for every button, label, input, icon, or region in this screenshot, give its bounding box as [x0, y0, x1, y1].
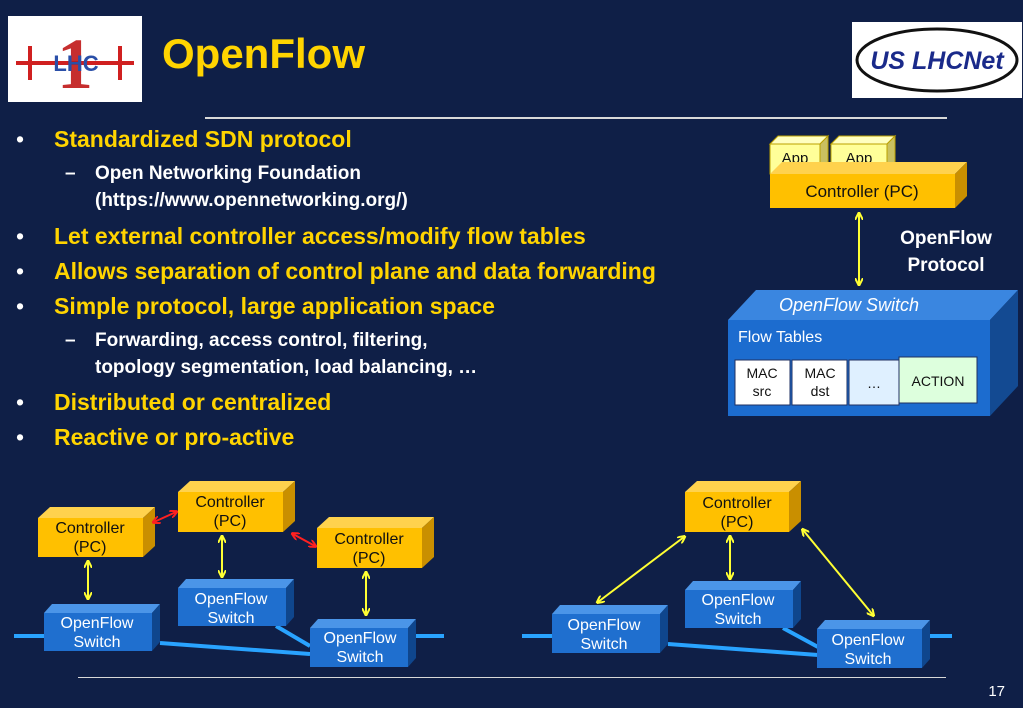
dist-switch-2-l1: OpenFlow — [195, 591, 268, 608]
cent-arrow-left — [598, 537, 684, 602]
flow-cell-mac-dst-l1: MAC — [804, 365, 835, 381]
cent-switch-3-l2: Switch — [844, 651, 891, 668]
dist-switch-3-l1: OpenFlow — [324, 630, 397, 647]
dist-controller-3-l1: Controller — [334, 531, 404, 548]
cent-controller-l1: Controller — [702, 495, 772, 512]
title-divider — [205, 117, 947, 119]
page-number: 17 — [988, 683, 1005, 700]
dist-peer-arrow-1 — [154, 512, 176, 522]
cent-switch-3-l1: OpenFlow — [832, 632, 905, 649]
cent-switch-1: OpenFlow Switch — [552, 605, 668, 653]
cent-link-mid — [782, 626, 819, 649]
dist-switch-3-l2: Switch — [336, 649, 383, 666]
cent-link-bottom — [667, 642, 819, 657]
dist-switch-1-l2: Switch — [73, 634, 120, 651]
dist-controller-1: Controller (PC) — [38, 507, 155, 557]
dist-link-mid — [274, 624, 312, 648]
uslhcnet-logo: US LHCNet — [852, 22, 1022, 98]
cent-switch-3: OpenFlow Switch — [817, 620, 930, 668]
bullet-3: •Allows separation of control plane and … — [16, 258, 656, 284]
bullet-2: •Let external controller access/modify f… — [16, 223, 586, 249]
lhc-logo-text: LHC — [53, 51, 98, 76]
bullet-1: •Standardized SDN protocol — [16, 126, 352, 152]
dist-controller-3-l2: (PC) — [353, 550, 386, 567]
dist-controller-2: Controller (PC) — [178, 481, 295, 532]
controller-label-main: Controller (PC) — [805, 182, 918, 201]
dist-controller-2-l2: (PC) — [214, 513, 247, 530]
cent-switch-2-l1: OpenFlow — [702, 592, 775, 609]
dist-switch-2-l2: Switch — [207, 610, 254, 627]
lhc-logo: 1 LHC — [8, 16, 142, 104]
dist-switch-1-l1: OpenFlow — [61, 615, 134, 632]
cent-switch-2: OpenFlow Switch — [685, 581, 801, 628]
sub-bullet-2: –Forwarding, access control, filtering,t… — [65, 330, 478, 378]
flow-cell-mac-src — [734, 359, 791, 406]
sub-bullet-1: –Open Networking Foundation(https://www.… — [65, 163, 408, 211]
flow-cell-ellipsis — [848, 359, 900, 406]
flow-cell-action — [898, 356, 978, 404]
footer-divider — [78, 677, 946, 678]
flow-cell-mac-dst — [791, 359, 848, 406]
dist-switch-1: OpenFlow Switch — [44, 604, 160, 651]
openflow-switch-box: OpenFlow Switch Flow Tables MAC src MAC … — [728, 290, 1018, 416]
dist-peer-arrow-2 — [293, 534, 315, 546]
switch-architecture-diagram: App App Controller (PC) OpenFlow Protoco… — [728, 134, 1018, 416]
dist-controller-2-l1: Controller — [195, 494, 265, 511]
openflow-protocol-label-2: Protocol — [907, 255, 984, 276]
bullet-5: •Distributed or centralized — [16, 389, 332, 415]
distributed-diagram: Controller (PC) Controller (PC) Controll… — [14, 481, 444, 667]
dist-controller-1-l1: Controller — [55, 520, 125, 537]
dist-link-bottom — [159, 641, 311, 656]
controller-box-main: Controller (PC) — [770, 162, 967, 208]
lhc-logo-graphic: 1 LHC — [16, 24, 134, 104]
flow-cell-mac-src-l2: src — [753, 383, 772, 399]
flow-cell-mac-src-l1: MAC — [746, 365, 777, 381]
centralized-diagram: Controller (PC) OpenFlow Switch OpenFlow… — [522, 481, 952, 668]
switch-title: OpenFlow Switch — [779, 295, 919, 315]
flow-cell-mac-dst-l2: dst — [811, 383, 830, 399]
cent-controller-l2: (PC) — [721, 514, 754, 531]
cent-controller: Controller (PC) — [685, 481, 801, 532]
dist-controller-3: Controller (PC) — [317, 517, 434, 568]
flow-cell-action-text: ACTION — [912, 373, 965, 389]
cent-switch-1-l2: Switch — [580, 636, 627, 653]
flow-tables-label: Flow Tables — [738, 329, 822, 346]
dist-controller-1-l2: (PC) — [74, 539, 107, 556]
slide-title: OpenFlow — [162, 30, 365, 77]
svg-text:1: 1 — [57, 24, 93, 102]
bullet-6: •Reactive or pro-active — [16, 424, 295, 450]
cent-switch-1-l1: OpenFlow — [568, 617, 641, 634]
cent-switch-2-l2: Switch — [714, 611, 761, 628]
openflow-protocol-label-1: OpenFlow — [900, 228, 992, 249]
bullet-4: •Simple protocol, large application spac… — [16, 293, 495, 319]
dist-switch-3: OpenFlow Switch — [310, 619, 416, 667]
flow-cell-ellipsis-text: … — [867, 375, 881, 391]
cent-arrow-right — [803, 530, 873, 615]
uslhcnet-logo-text: US LHCNet — [870, 47, 1005, 75]
dist-switch-2: OpenFlow Switch — [178, 579, 294, 627]
